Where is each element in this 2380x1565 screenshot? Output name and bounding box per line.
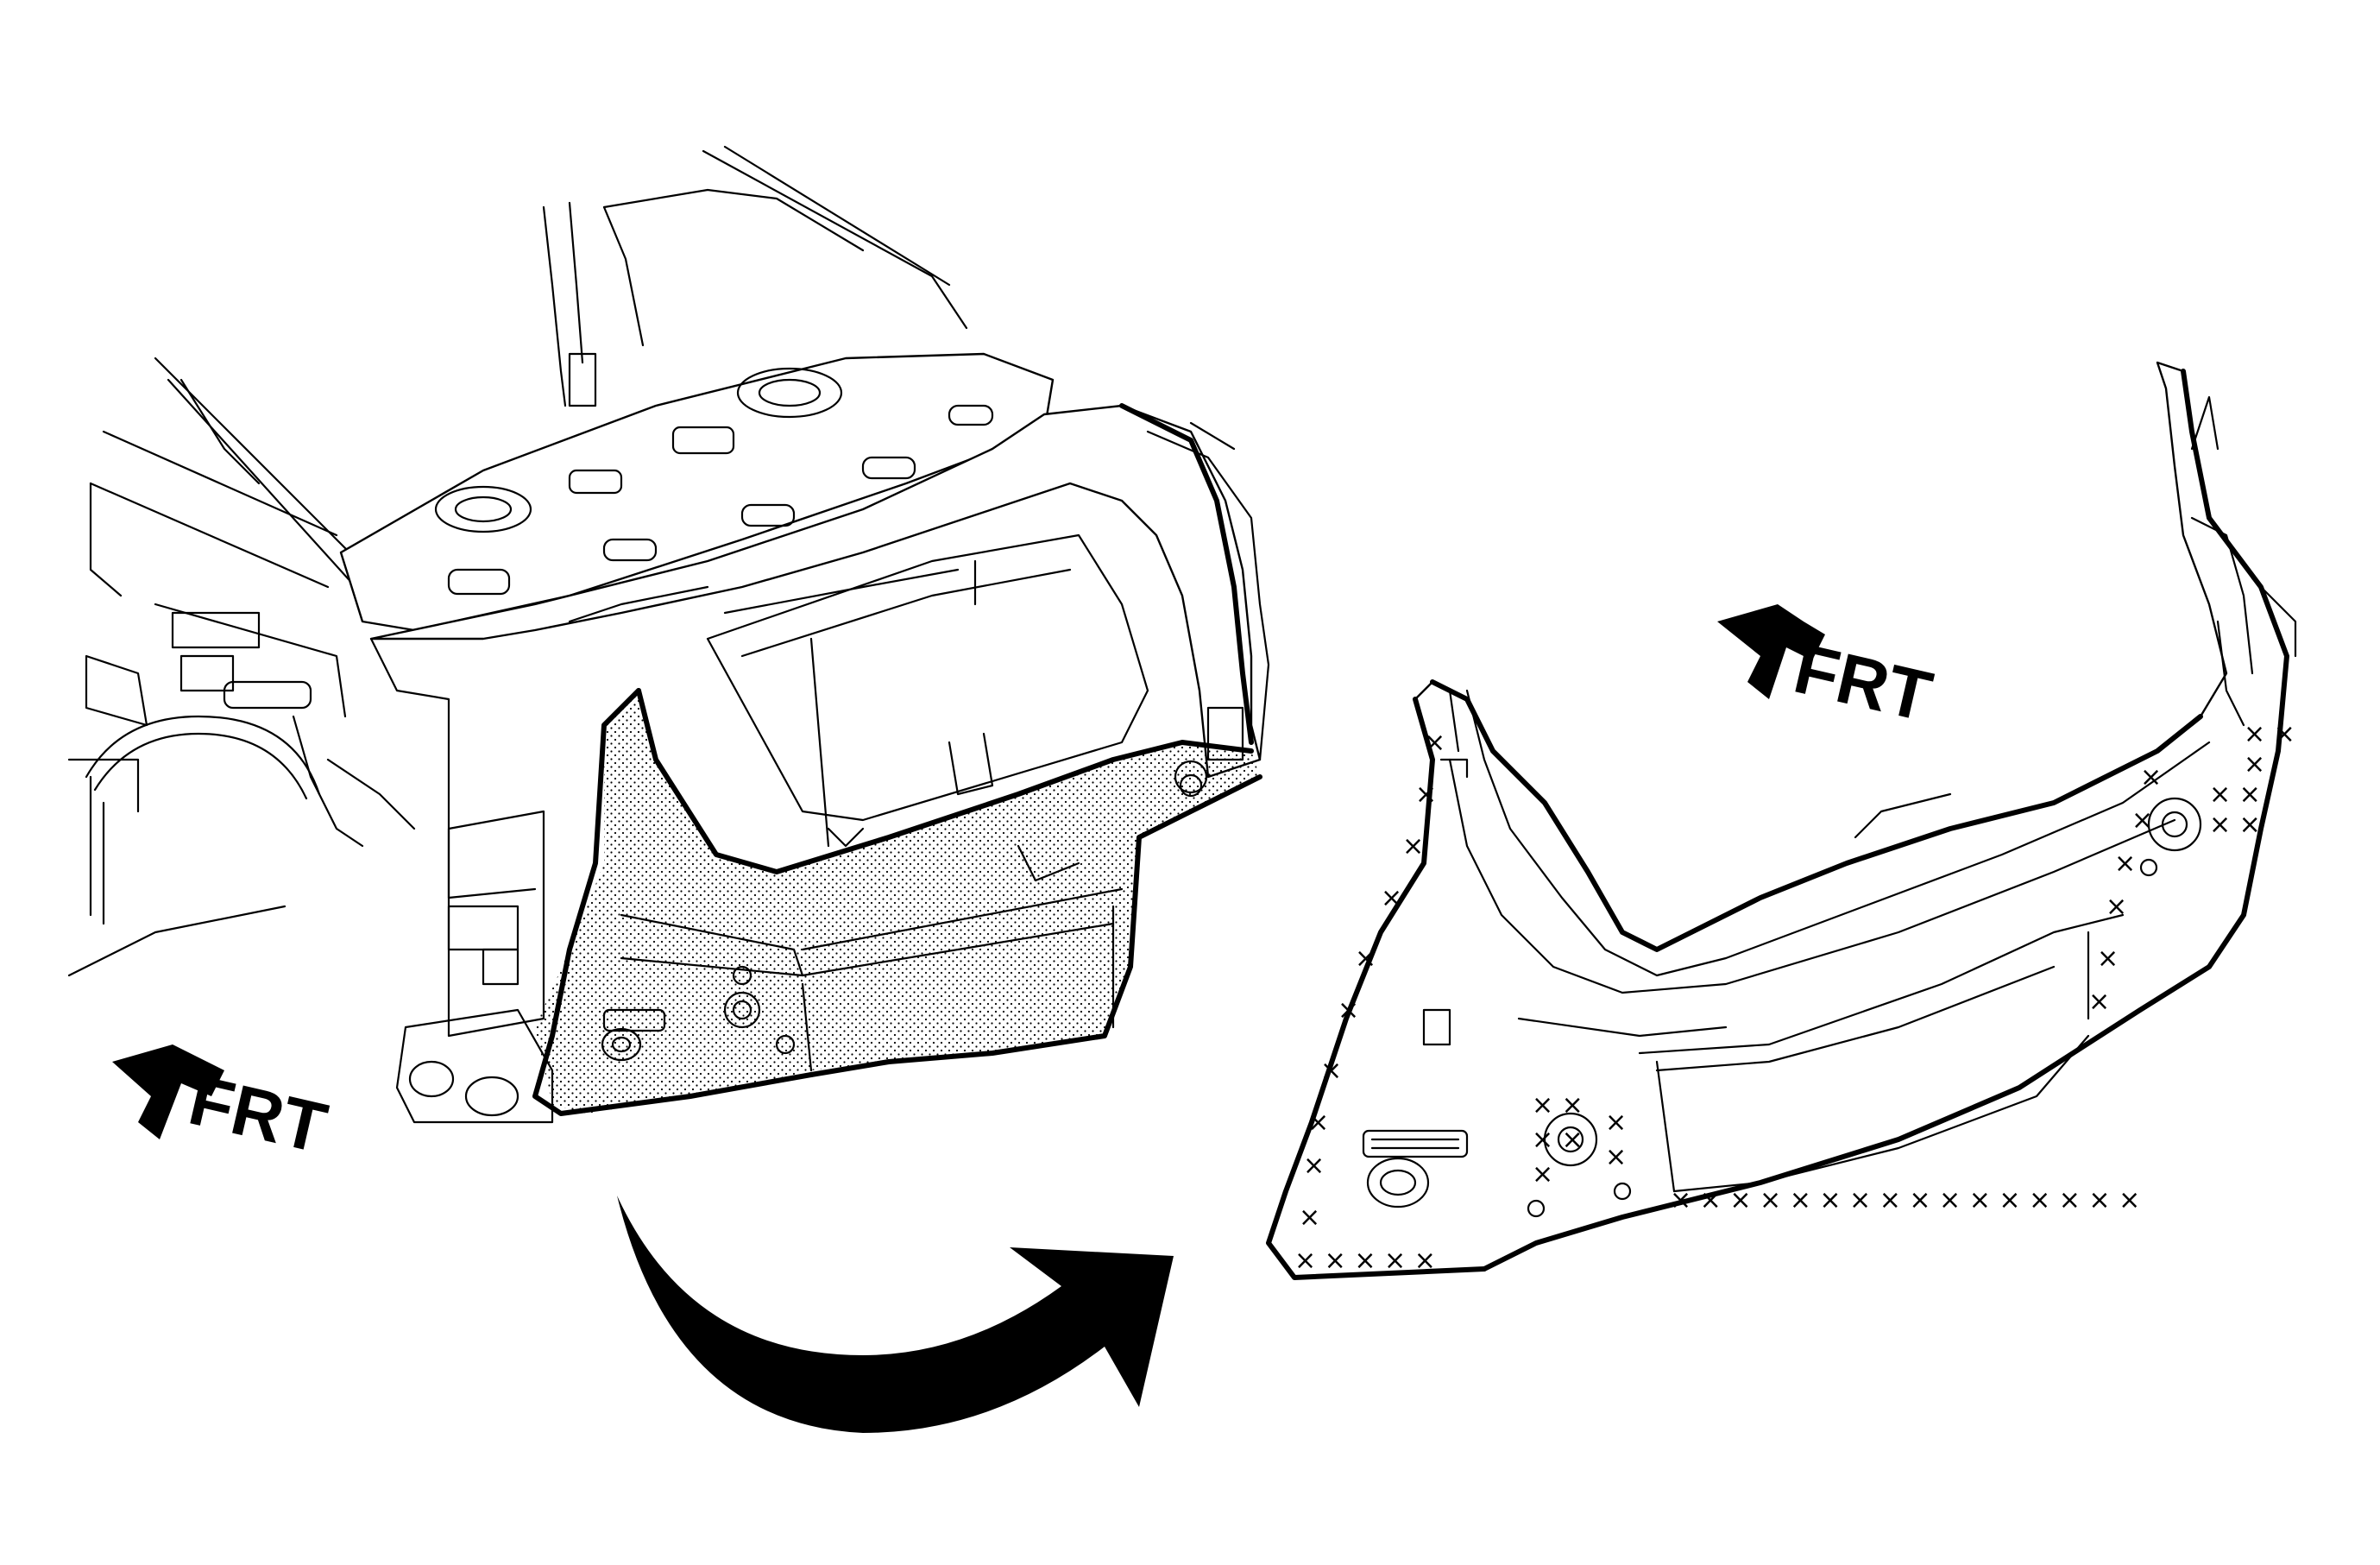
svg-text:×: ×	[1320, 1056, 1342, 1086]
svg-text:× × × × ×: × × × × ×	[1294, 1246, 1436, 1276]
trunk-lip-detail	[1431, 395, 2297, 1193]
svg-text:× ×: × ×	[2209, 779, 2261, 810]
curved-arrow-icon	[617, 1196, 1174, 1433]
svg-text:×: ×	[1355, 943, 1376, 974]
right-quarter-structure	[1146, 421, 1270, 798]
svg-text:× ×: × ×	[1532, 1090, 1584, 1120]
front-arrow-icon-right	[1717, 604, 1825, 699]
svg-text:×: ×	[1381, 883, 1402, 913]
svg-text:×: ×	[1338, 995, 1359, 1025]
svg-text:×: ×	[1605, 1142, 1627, 1172]
lower-rear-rail	[369, 637, 554, 1124]
svg-text:×: ×	[1424, 728, 1445, 758]
vehicle-rear-body-view: FRT	[67, 145, 1270, 1168]
trunk-floor	[706, 533, 1149, 848]
rear-end-panel	[532, 688, 1262, 1116]
front-arrow-icon	[112, 1044, 224, 1139]
front-direction-indicator-left: FRT	[112, 1044, 334, 1168]
front-direction-label-right: FRT	[1787, 629, 1939, 737]
svg-text:×: ×	[1299, 1202, 1320, 1233]
front-direction-indicator-right: FRT	[1717, 604, 1939, 736]
svg-text:×: ×	[2131, 805, 2153, 836]
svg-text:×: ×	[1402, 831, 1424, 861]
svg-text:×: ×	[2097, 943, 2119, 974]
svg-text:× × × × × × × × × × × × × × ×: × × × × × × × × × × × × × × × ×	[1670, 1185, 2140, 1215]
front-direction-label: FRT	[182, 1061, 334, 1169]
removal-arrow	[617, 1196, 1174, 1433]
svg-text:× ×: × ×	[2209, 810, 2261, 840]
svg-text:×: ×	[2114, 849, 2136, 879]
svg-text:×: ×	[2088, 987, 2110, 1017]
svg-text:×: ×	[1605, 1107, 1627, 1138]
panel-features	[1362, 620, 2245, 1218]
left-quarter-panel	[67, 603, 416, 977]
svg-text:×: ×	[1307, 1107, 1329, 1138]
svg-text:× ×: × ×	[2244, 719, 2295, 749]
spot-weld-marks: × × × × × × × × × × × × × × × × × × × × …	[1294, 719, 2295, 1276]
removed-rear-panel-view: × × × × × × × × × × × × × × × × × × × × …	[1266, 361, 2297, 1280]
svg-text:×: ×	[1532, 1159, 1553, 1190]
c-pillar	[542, 145, 968, 407]
svg-text:×: ×	[1415, 779, 1437, 810]
svg-text:×: ×	[2244, 749, 2265, 779]
svg-text:×: ×	[2140, 762, 2162, 792]
svg-text:×: ×	[1303, 1151, 1325, 1181]
svg-text:× ×: × ×	[1532, 1125, 1584, 1155]
svg-text:×: ×	[2106, 892, 2127, 922]
